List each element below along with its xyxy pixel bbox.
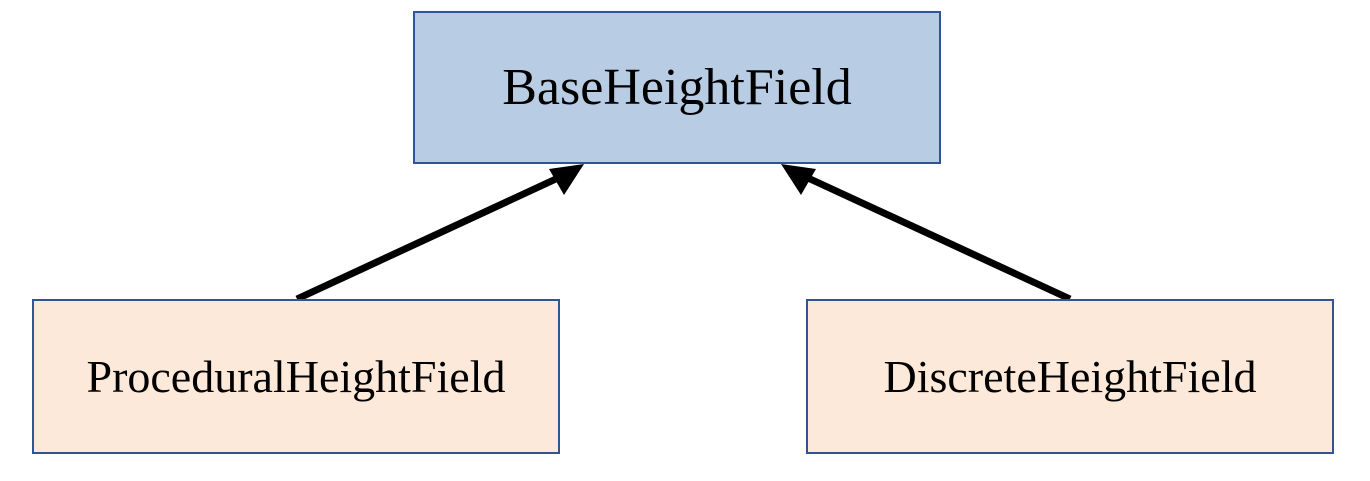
node-base-height-field: BaseHeightField [413,11,941,164]
arrowhead-icon [549,164,584,195]
node-label: ProceduralHeightField [86,351,506,402]
node-discrete-height-field: DiscreteHeightField [806,299,1334,454]
node-label: BaseHeightField [502,59,852,116]
edge-line [806,174,1072,303]
node-label: DiscreteHeightField [883,351,1257,402]
edge-discrete-to-base [781,164,1072,303]
edge-line [295,174,560,303]
node-procedural-height-field: ProceduralHeightField [32,299,560,454]
arrowhead-icon [781,164,816,195]
edge-procedural-to-base [295,164,584,303]
